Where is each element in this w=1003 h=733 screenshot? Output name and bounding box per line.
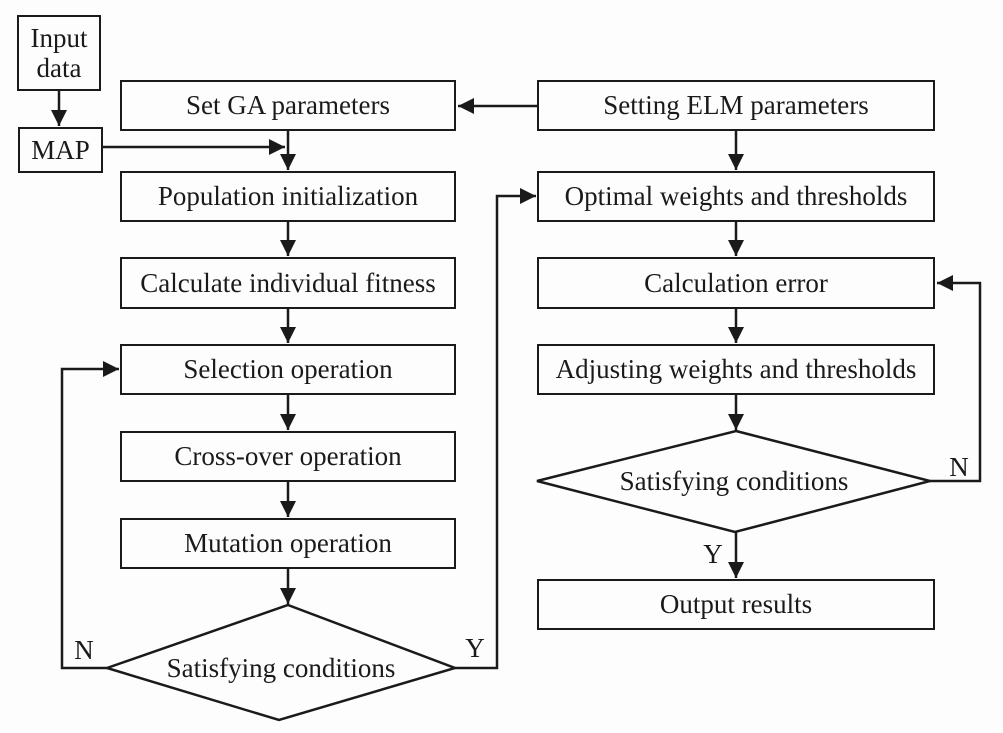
ga-condition-diamond xyxy=(102,603,459,722)
node-setting-elm-parameters: Setting ELM parameters xyxy=(537,80,935,131)
elm-no-label: N xyxy=(949,452,969,482)
ga-yes-label: Y xyxy=(465,633,485,663)
node-output-results: Output results xyxy=(537,579,935,630)
ga-condition-label: Satisfying conditions xyxy=(166,653,396,683)
edge-elm-no-loop xyxy=(930,274,982,483)
node-population-initialization: Population initialization xyxy=(120,171,456,222)
node-selection-operation: Selection operation xyxy=(120,344,456,395)
node-crossover-operation: Cross-over operation xyxy=(120,431,456,482)
edge-ga-yes xyxy=(455,187,536,670)
node-set-ga-parameters: Set GA parameters xyxy=(120,80,456,131)
node-map: MAP xyxy=(18,127,103,173)
node-calculation-error: Calculation error xyxy=(537,257,935,309)
node-input-data: Input data xyxy=(17,15,101,91)
elm-yes-label: Y xyxy=(703,539,723,569)
edge-ga-no-loop xyxy=(60,360,119,670)
node-calculate-individual-fitness: Calculate individual fitness xyxy=(120,257,456,309)
node-adjusting-weights-thresholds: Adjusting weights and thresholds xyxy=(537,344,935,395)
elm-condition-diamond xyxy=(536,429,935,534)
elm-condition-label: Satisfying conditions xyxy=(619,466,849,496)
node-optimal-weights-thresholds: Optimal weights and thresholds xyxy=(537,171,935,222)
node-mutation-operation: Mutation operation xyxy=(120,518,456,569)
ga-no-label: N xyxy=(74,635,94,665)
